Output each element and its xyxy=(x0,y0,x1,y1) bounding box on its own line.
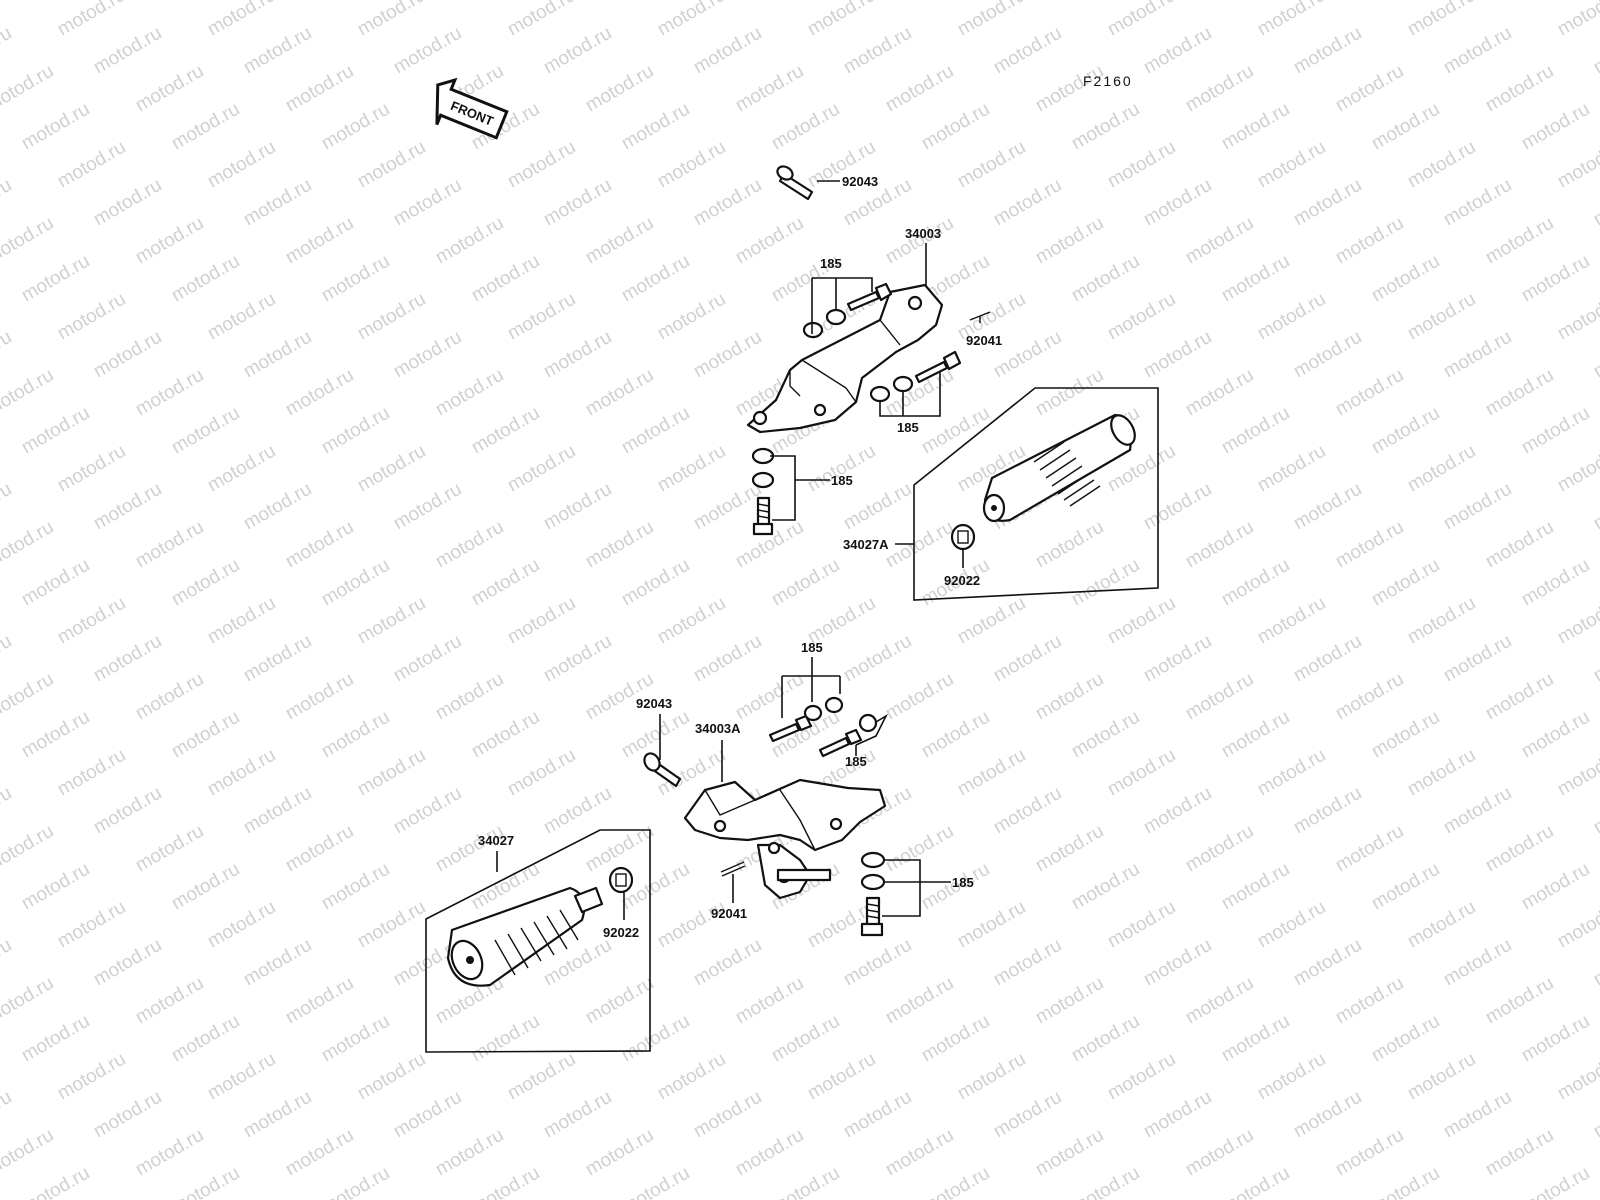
label-washer-right: 92022 xyxy=(944,573,980,588)
diagram-code: F2160 xyxy=(1083,73,1133,89)
washer-part xyxy=(869,385,891,403)
leader-line xyxy=(855,713,888,756)
washer-part xyxy=(860,873,886,891)
leader-line xyxy=(879,372,941,417)
footpeg-bracket-left-part xyxy=(683,778,887,900)
label-footpeg-left: 34027 xyxy=(478,833,514,848)
cotter-pin-upper-part xyxy=(969,311,991,323)
label-bolts-lower-right: 185 xyxy=(952,875,974,890)
bolt-lower-top-part xyxy=(768,714,813,743)
washer-part xyxy=(824,696,844,714)
washer-part xyxy=(751,471,775,489)
washer-part xyxy=(892,375,914,393)
label-pin-upper: 92043 xyxy=(842,174,878,189)
washer-part xyxy=(825,308,847,326)
washer-part xyxy=(802,321,824,339)
label-bracket-left: 34003A xyxy=(695,721,741,736)
label-bolts-upper-mid: 185 xyxy=(897,420,919,435)
footpeg-right-part xyxy=(982,413,1136,523)
leader-line xyxy=(811,277,873,334)
label-washer-left: 92022 xyxy=(603,925,639,940)
leader-line xyxy=(770,455,830,521)
footpeg-right-outline xyxy=(913,387,1159,601)
label-bolts-lower-mid: 185 xyxy=(845,754,867,769)
leader-line xyxy=(781,657,841,718)
washer-left-part xyxy=(608,866,634,894)
pin-upper-part xyxy=(776,165,814,201)
label-bolts-upper-low: 185 xyxy=(831,473,853,488)
label-bracket-right: 34003 xyxy=(905,226,941,241)
label-bolts-lower-top: 185 xyxy=(801,640,823,655)
bolt-upper-mid-part xyxy=(914,350,962,384)
footpeg-left-outline xyxy=(425,829,651,1053)
leader-line xyxy=(882,859,951,917)
front-arrow-icon: FRONT xyxy=(435,77,509,140)
washer-part xyxy=(858,713,878,733)
footpeg-bracket-right-part xyxy=(746,283,944,434)
washer-right-part xyxy=(950,523,976,551)
bolt-upper-top-part xyxy=(846,282,893,312)
label-pin-lower: 92043 xyxy=(636,696,672,711)
label-bolts-upper-top: 185 xyxy=(820,256,842,271)
washer-part xyxy=(860,851,886,869)
label-footpeg-right: 34027A xyxy=(843,537,889,552)
bolt-lower-mid-part xyxy=(818,728,863,758)
label-cotter-upper: 92041 xyxy=(966,333,1002,348)
footpeg-left-part xyxy=(446,886,604,987)
bolt-lower-right-part xyxy=(860,896,884,937)
pin-lower-part xyxy=(643,752,682,788)
label-cotter-lower: 92041 xyxy=(711,906,747,921)
bolt-upper-low-part xyxy=(752,496,774,536)
washer-part xyxy=(803,704,823,722)
cotter-pin-lower-part xyxy=(720,861,746,877)
